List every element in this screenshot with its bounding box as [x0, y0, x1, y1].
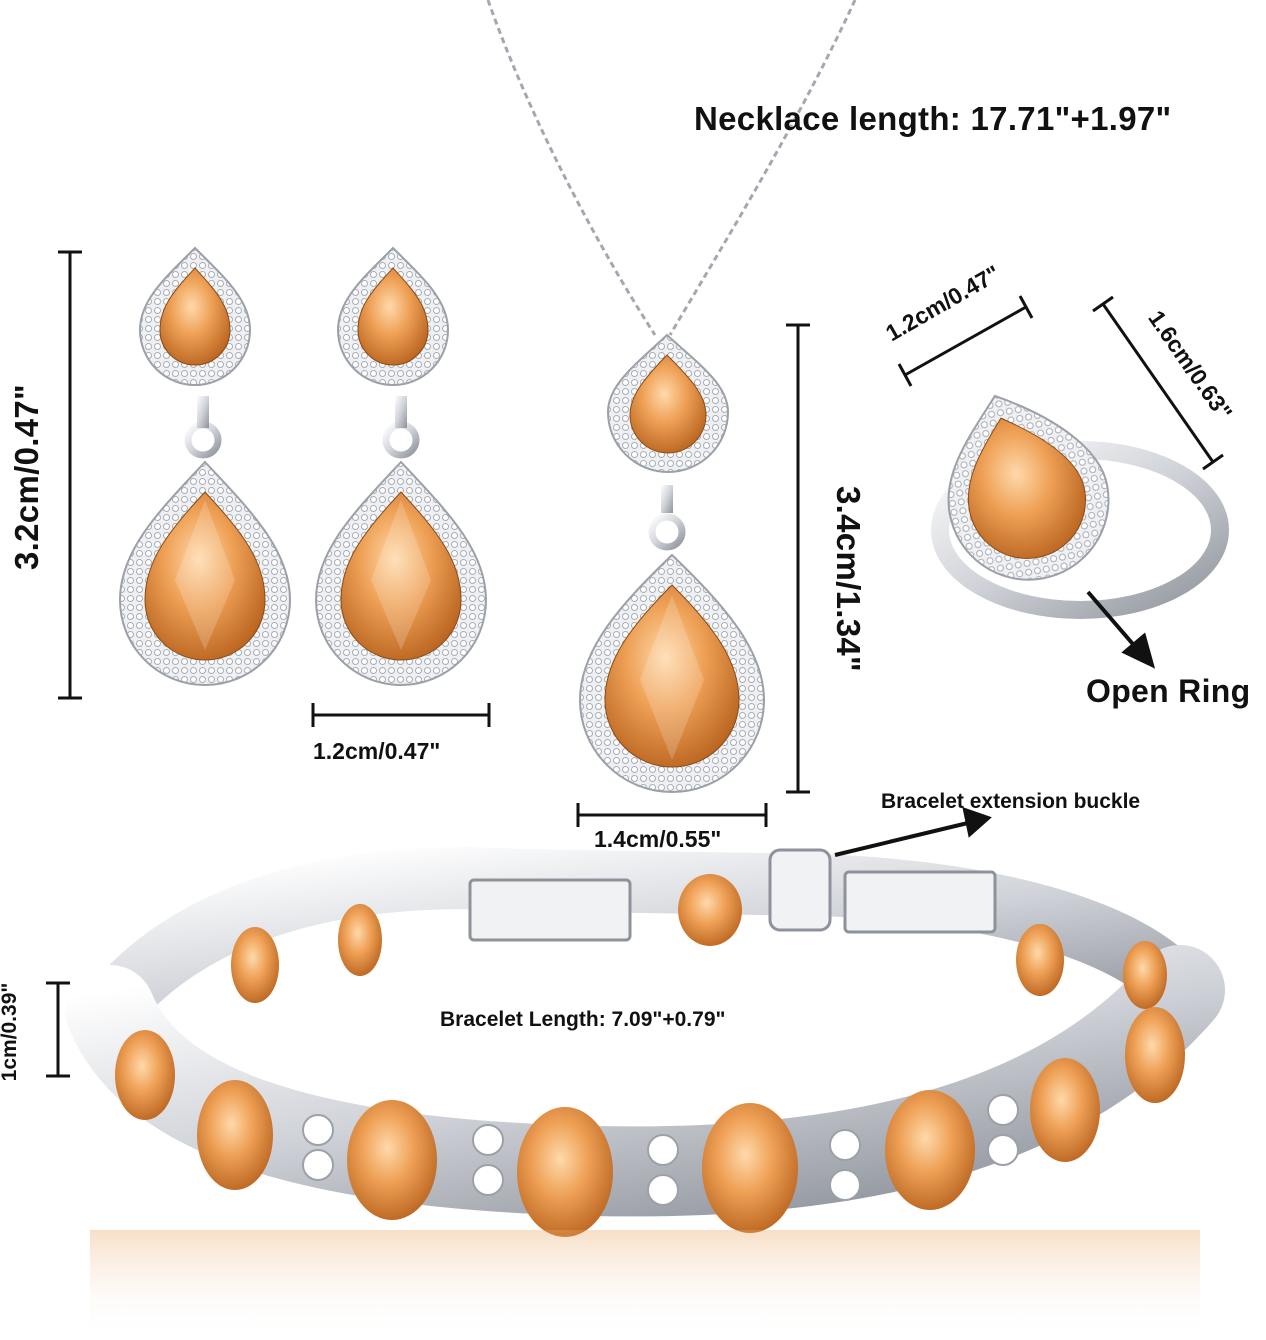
bracelet-front-gems: [115, 1007, 1185, 1237]
bracelet-white-stones: [302, 1094, 1019, 1206]
bracelet-length-label: Bracelet Length: 7.09"+0.79": [440, 1008, 726, 1031]
ring: [931, 394, 1229, 619]
dimension-lines: [46, 250, 1224, 1078]
bracelet: [65, 847, 1225, 1340]
extension-buckle-arrow: [834, 806, 992, 857]
open-ring-label: Open Ring: [1086, 673, 1251, 709]
earring-left: [118, 246, 292, 686]
earring-height-label: 3.2cm/0.47": [8, 384, 45, 570]
bracelet-extension-label: Bracelet extension buckle: [881, 790, 1141, 813]
bracelet-clasp: [468, 848, 997, 942]
necklace-chain: [486, 0, 857, 336]
bracelet-width-label: 1cm/0.39": [0, 982, 21, 1082]
pendant-height-label: 3.4cm/1.34": [830, 486, 867, 672]
pendant: [578, 333, 766, 793]
earring-right: [314, 246, 488, 686]
pendant-width-label: 1.4cm/0.55": [594, 826, 722, 852]
open-ring-arrow: [1086, 590, 1156, 669]
necklace-length-label: Necklace length: 17.71"+1.97": [694, 100, 1172, 137]
earring-width-label: 1.2cm/0.47": [313, 738, 441, 764]
bracelet-back-gems: [231, 874, 1167, 1009]
